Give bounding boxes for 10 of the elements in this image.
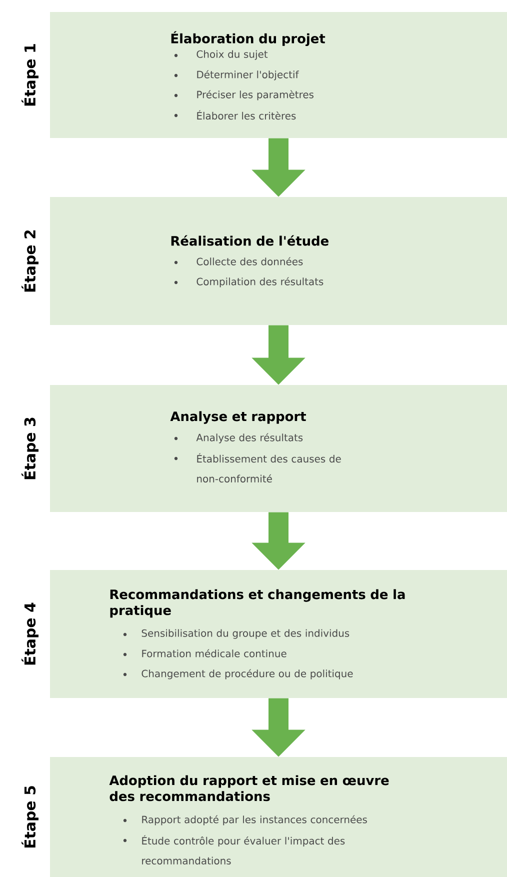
step-box: Élaboration du projet Choix du sujet Déterminer l'objectif Préciser les paramètres Élaborer les critères (50, 12, 507, 138)
step-label: Étape 4 (22, 602, 38, 665)
step-box: Recommandations et changements de la pratique Sensibilisation du groupe et des individus Formation médicale continue Changement de procédure ou de politique (50, 570, 507, 698)
step-box: Réalisation de l'étude Collecte des données Compilation des résultats (50, 197, 507, 325)
step-label: Étape 3 (22, 418, 38, 480)
step-label: Étape 5 (22, 786, 38, 848)
step-box: Analyse et rapport Analyse des résultats Établissement des causes de non-conformité (50, 385, 507, 512)
step-label: Étape 1 (22, 44, 38, 106)
step-label: Étape 2 (22, 230, 38, 292)
step-box: Adoption du rapport et mise en œuvre des recommandations Rapport adopté par les instances concernées Étude contrôle pour évaluer l'impact des recommandations (50, 757, 507, 877)
